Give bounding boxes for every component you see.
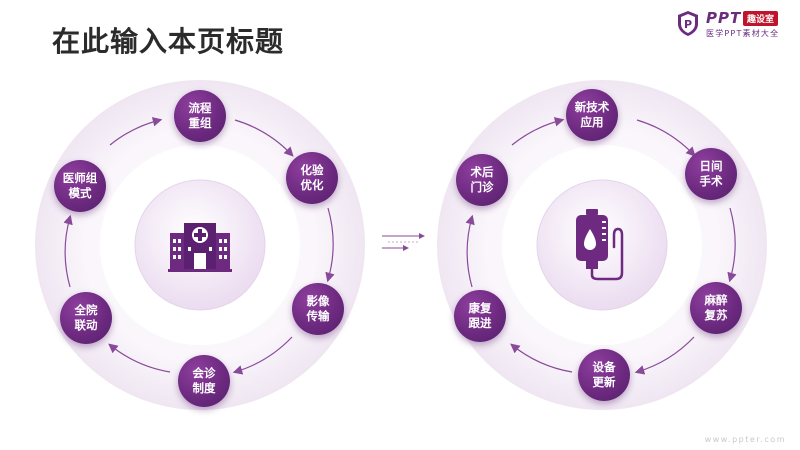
left-node-process: 流程 重组 [174, 90, 226, 142]
right-node-equipment: 设备 更新 [578, 349, 630, 401]
svg-text:P: P [684, 18, 692, 31]
transition-arrows [382, 233, 425, 251]
right-cycle-diagram: 新技术 应用 日间 手术 麻醉 复苏 设备 更新 康复 跟进 术后 门诊 [432, 75, 772, 415]
right-node-rehab: 康复 跟进 [454, 290, 506, 342]
right-node-anesthesia: 麻醉 复苏 [690, 282, 742, 334]
page-title: 在此输入本页标题 [52, 25, 285, 58]
left-cycle-diagram: 流程 重组 化验 优化 影像 传输 会诊 制度 全院 联动 医师组 模式 [30, 75, 370, 415]
right-node-new-tech: 新技术 应用 [566, 89, 618, 141]
left-node-consult: 会诊 制度 [178, 355, 230, 407]
logo-badge: 趣设室 [743, 11, 779, 26]
left-node-team: 医师组 模式 [54, 160, 106, 212]
watermark: www.ppter.com [704, 435, 786, 444]
left-node-lab: 化验 优化 [286, 152, 338, 204]
left-node-linkage: 全院 联动 [60, 292, 112, 344]
logo-brand-text: PPT [706, 9, 742, 27]
hospital-building-icon [168, 223, 232, 272]
brand-logo: P PPT 趣设室 医学PPT素材大全 [676, 8, 796, 40]
shield-logo-icon: P [678, 11, 698, 36]
iv-bag-icon [576, 209, 624, 281]
right-node-day-surgery: 日间 手术 [685, 148, 737, 200]
left-node-imaging: 影像 传输 [292, 283, 344, 335]
logo-subtitle: 医学PPT素材大全 [706, 29, 780, 38]
right-node-postop: 术后 门诊 [456, 154, 508, 206]
